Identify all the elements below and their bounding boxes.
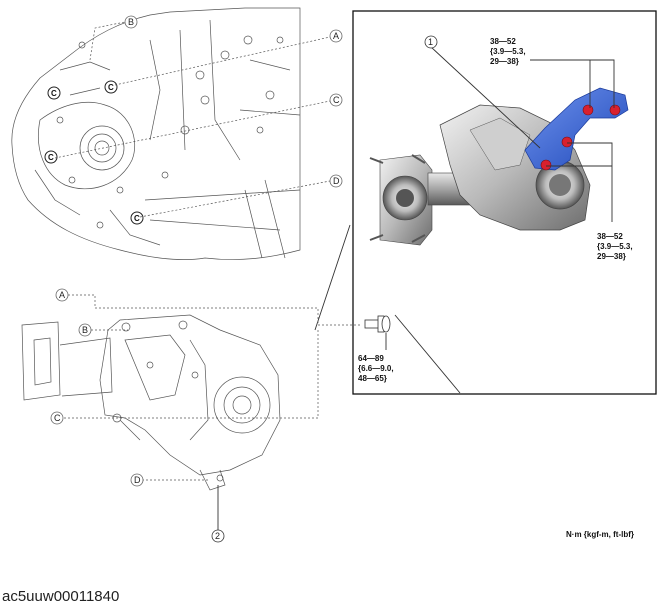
callout-a-top: A xyxy=(333,31,339,41)
callout-d-top: D xyxy=(333,176,340,186)
torque-upper-line1: 38—52 xyxy=(490,37,516,46)
bracket-bolts xyxy=(540,104,621,171)
bolt-marker-c: C C C C xyxy=(44,80,144,225)
transfer-case-drawing: A B C D 2 xyxy=(21,288,360,543)
callout-d-bottom: D xyxy=(134,475,141,485)
c-mark-3: C xyxy=(48,153,54,162)
torque-lower-line3: 29—38} xyxy=(597,252,626,261)
callout-b-bottom: B xyxy=(82,325,88,335)
torque-units-label: N·m {kgf-m, ft-lbf} xyxy=(566,530,634,539)
torque-bolt-line3: 48—65} xyxy=(358,374,387,383)
torque-bolt-line2: {6.6—9.0, xyxy=(358,364,394,373)
c-mark-4: C xyxy=(134,214,140,223)
figure-id-caption: ac5uuw00011840 xyxy=(2,588,120,605)
torque-bolt-line1: 64—89 xyxy=(358,354,384,363)
c-mark-2: C xyxy=(108,83,114,92)
torque-upper-line3: 29—38} xyxy=(490,57,519,66)
torque-lower-line2: {3.9—5.3, xyxy=(597,242,633,251)
callout-a-bottom: A xyxy=(59,290,65,300)
callout-b-top: B xyxy=(128,17,134,27)
callout-c-bottom: C xyxy=(54,413,61,423)
c-mark-1: C xyxy=(51,89,57,98)
transmission-drawing: C C C C B A C D xyxy=(11,7,343,260)
mounting-bolt: 64—89 {6.6—9.0, 48—65} xyxy=(358,315,394,383)
part-1-label: 1 xyxy=(428,37,433,47)
mounting-bracket xyxy=(524,87,629,171)
inset-panel: 1 38—52 {3.9—5.3, 29—38} 38—52 {3.9—5.3,… xyxy=(352,10,657,395)
part-2-label: 2 xyxy=(215,531,220,541)
torque-lower-line1: 38—52 xyxy=(597,232,623,241)
callout-c-top: C xyxy=(333,95,340,105)
torque-upper-line2: {3.9—5.3, xyxy=(490,47,526,56)
output-flange xyxy=(369,154,433,246)
